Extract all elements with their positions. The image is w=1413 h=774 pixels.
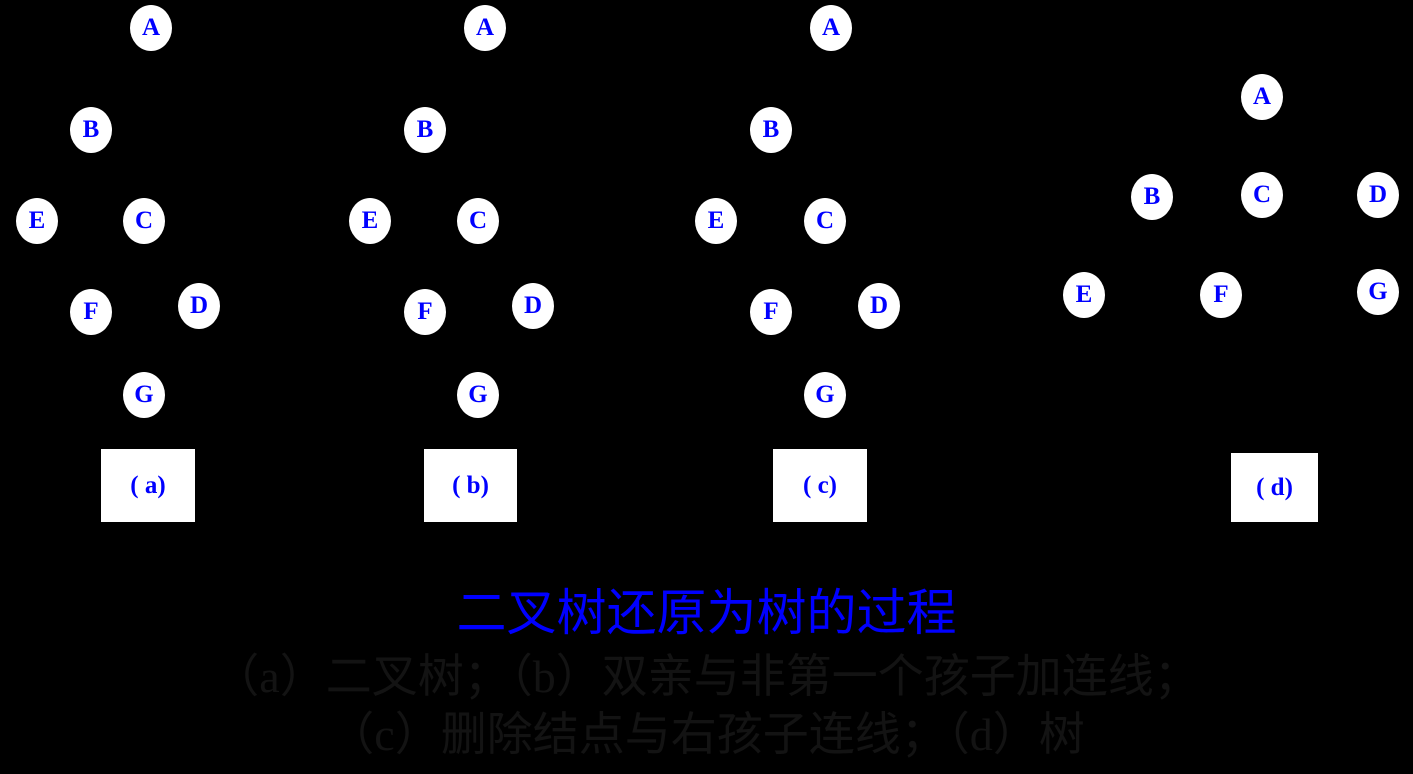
panel-caption-d: ( d) xyxy=(1231,453,1318,522)
figure-subtitle-line-2: （c）删除结点与右孩子连线；（d）树 xyxy=(328,709,1085,760)
tree-node-a-c: C xyxy=(123,198,165,244)
tree-node-c-e: E xyxy=(695,198,737,244)
tree-node-a-b: B xyxy=(70,107,112,153)
tree-node-b-c: C xyxy=(457,198,499,244)
tree-node-b-a: A xyxy=(464,5,506,51)
tree-node-d-a: A xyxy=(1241,74,1283,120)
tree-edge xyxy=(830,27,880,307)
tree-node-b-d: D xyxy=(512,283,554,329)
tree-node-a-e: E xyxy=(16,198,58,244)
tree-node-c-a: A xyxy=(810,5,852,51)
tree-node-a-a: A xyxy=(130,5,172,51)
panel-caption-a: ( a) xyxy=(101,449,195,522)
tree-node-a-g: G xyxy=(123,372,165,418)
tree-node-c-b: B xyxy=(750,107,792,153)
tree-node-b-f: F xyxy=(404,289,446,335)
figure-title: 二叉树还原为树的过程 xyxy=(456,585,957,641)
tree-node-c-g: G xyxy=(804,372,846,418)
panel-caption-b: ( b) xyxy=(424,449,517,522)
tree-node-a-d: D xyxy=(178,283,220,329)
tree-node-d-f: F xyxy=(1200,272,1242,318)
tree-edge xyxy=(484,27,534,307)
tree-edge xyxy=(824,27,832,222)
figure-subtitle-line-1: （a）二叉树；（b）双亲与非第一个孩子加连线； xyxy=(213,651,1200,702)
tree-node-d-g: G xyxy=(1357,269,1399,315)
panel-caption-c: ( c) xyxy=(773,449,867,522)
tree-node-d-c: C xyxy=(1241,172,1283,218)
tree-node-a-f: F xyxy=(70,289,112,335)
tree-node-d-b: B xyxy=(1131,174,1173,220)
tree-node-c-c: C xyxy=(804,198,846,244)
tree-node-b-b: B xyxy=(404,107,446,153)
tree-edge xyxy=(477,27,486,222)
tree-node-d-d: D xyxy=(1357,172,1399,218)
tree-node-d-e: E xyxy=(1063,272,1105,318)
tree-node-c-f: F xyxy=(750,289,792,335)
tree-node-b-g: G xyxy=(457,372,499,418)
tree-node-c-d: D xyxy=(858,283,900,329)
tree-node-b-e: E xyxy=(349,198,391,244)
